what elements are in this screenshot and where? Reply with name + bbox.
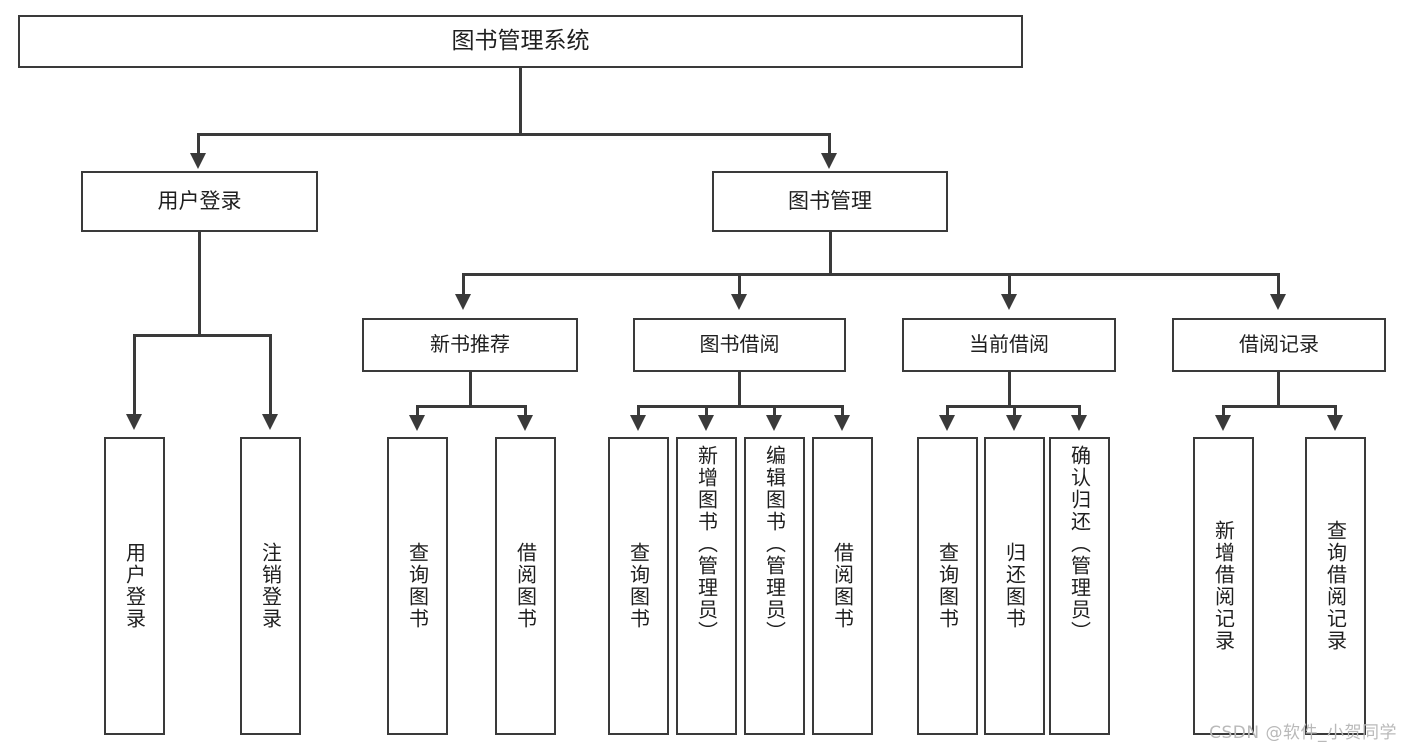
arrowhead-nbr-leaf-2 bbox=[517, 415, 533, 431]
leaf-user-login[interactable]: 用户登录 bbox=[104, 437, 165, 735]
leaf-bb-borrow-book[interactable]: 借阅图书 bbox=[812, 437, 873, 735]
arrowhead-leaf-user-login bbox=[126, 414, 142, 430]
leaf-label: 新增借阅记录 bbox=[1211, 520, 1236, 652]
leaf-bb-edit-book-admin[interactable]: 编辑图书（管理员） bbox=[744, 437, 805, 735]
arrowhead-leaf-logout bbox=[262, 414, 278, 430]
node-label: 图书管理 bbox=[788, 189, 872, 214]
connector-drop-leaf-user-login bbox=[133, 334, 136, 418]
connector-drop-br-leaf-2 bbox=[1334, 405, 1337, 419]
node-book-borrow[interactable]: 图书借阅 bbox=[633, 318, 846, 372]
connector-drop-bb-leaf-2 bbox=[705, 405, 708, 419]
connector-drop-user-login bbox=[197, 133, 200, 156]
arrowhead-user-login bbox=[190, 153, 206, 169]
connector-level3-bus bbox=[462, 273, 1280, 276]
arrowhead-cb-leaf-2 bbox=[1006, 415, 1022, 431]
arrowhead-bb-leaf-2 bbox=[698, 415, 714, 431]
node-label: 新书推荐 bbox=[430, 332, 510, 357]
node-current-borrow[interactable]: 当前借阅 bbox=[902, 318, 1116, 372]
leaf-label: 借阅图书 bbox=[513, 542, 538, 630]
connector-new-book-recommend-stem bbox=[469, 372, 472, 406]
connector-drop-new-book-recommend bbox=[462, 273, 465, 297]
arrowhead-bb-leaf-3 bbox=[766, 415, 782, 431]
arrowhead-bb-leaf-4 bbox=[834, 415, 850, 431]
connector-book-management-stem bbox=[829, 232, 832, 274]
connector-drop-bb-leaf-3 bbox=[773, 405, 776, 419]
leaf-label: 归还图书 bbox=[1002, 542, 1027, 630]
arrowhead-book-borrow bbox=[731, 294, 747, 310]
connector-drop-br-leaf-1 bbox=[1222, 405, 1225, 419]
leaf-label: 编辑图书（管理员） bbox=[762, 445, 787, 643]
arrowhead-book-management bbox=[821, 153, 837, 169]
node-new-book-recommend[interactable]: 新书推荐 bbox=[362, 318, 578, 372]
leaf-nbr-borrow-book[interactable]: 借阅图书 bbox=[495, 437, 556, 735]
leaf-label: 确认归还（管理员） bbox=[1067, 445, 1092, 643]
node-book-management[interactable]: 图书管理 bbox=[712, 171, 948, 232]
leaf-cb-confirm-return-admin[interactable]: 确认归还（管理员） bbox=[1049, 437, 1110, 735]
arrowhead-new-book-recommend bbox=[455, 294, 471, 310]
connector-borrow-record-bus bbox=[1222, 405, 1336, 408]
leaf-label: 用户登录 bbox=[122, 542, 147, 630]
connector-drop-current-borrow bbox=[1008, 273, 1011, 297]
connector-current-borrow-stem bbox=[1008, 372, 1011, 406]
arrowhead-cb-leaf-1 bbox=[939, 415, 955, 431]
connector-level2-bus bbox=[197, 133, 831, 136]
arrowhead-nbr-leaf-1 bbox=[409, 415, 425, 431]
leaf-label: 借阅图书 bbox=[830, 542, 855, 630]
leaf-label: 查询图书 bbox=[626, 542, 651, 630]
leaf-label: 查询图书 bbox=[935, 542, 960, 630]
leaf-label: 查询图书 bbox=[405, 542, 430, 630]
connector-book-borrow-bus bbox=[637, 405, 843, 408]
connector-drop-book-borrow bbox=[738, 273, 741, 297]
node-label: 图书借阅 bbox=[699, 332, 780, 357]
connector-drop-bb-leaf-4 bbox=[841, 405, 844, 419]
leaf-logout[interactable]: 注销登录 bbox=[240, 437, 301, 735]
node-label: 借阅记录 bbox=[1239, 332, 1319, 357]
connector-new-book-recommend-bus bbox=[416, 405, 526, 408]
node-label: 图书管理系统 bbox=[451, 27, 590, 54]
leaf-label: 新增图书（管理员） bbox=[694, 445, 719, 643]
arrowhead-cb-leaf-3 bbox=[1071, 415, 1087, 431]
connector-drop-cb-leaf-1 bbox=[946, 405, 949, 419]
connector-drop-cb-leaf-2 bbox=[1013, 405, 1016, 419]
arrowhead-borrow-record bbox=[1270, 294, 1286, 310]
arrowhead-bb-leaf-1 bbox=[630, 415, 646, 431]
connector-drop-book-management bbox=[828, 133, 831, 156]
leaf-label: 查询借阅记录 bbox=[1323, 520, 1348, 652]
connector-borrow-record-stem bbox=[1277, 372, 1280, 406]
node-label: 当前借阅 bbox=[969, 332, 1049, 357]
connector-drop-nbr-leaf-2 bbox=[524, 405, 527, 419]
connector-user-login-bus bbox=[133, 334, 271, 337]
connector-drop-cb-leaf-3 bbox=[1078, 405, 1081, 419]
leaf-nbr-query-book[interactable]: 查询图书 bbox=[387, 437, 448, 735]
arrowhead-br-leaf-1 bbox=[1215, 415, 1231, 431]
connector-user-login-stem bbox=[198, 232, 201, 335]
node-root-book-management-system[interactable]: 图书管理系统 bbox=[18, 15, 1023, 68]
node-borrow-record[interactable]: 借阅记录 bbox=[1172, 318, 1386, 372]
connector-root-stem bbox=[519, 68, 522, 134]
leaf-cb-query-book[interactable]: 查询图书 bbox=[917, 437, 978, 735]
leaf-bb-query-book[interactable]: 查询图书 bbox=[608, 437, 669, 735]
connector-drop-bb-leaf-1 bbox=[637, 405, 640, 419]
leaf-br-add-record[interactable]: 新增借阅记录 bbox=[1193, 437, 1254, 735]
leaf-bb-add-book-admin[interactable]: 新增图书（管理员） bbox=[676, 437, 737, 735]
leaf-cb-return-book[interactable]: 归还图书 bbox=[984, 437, 1045, 735]
node-user-login[interactable]: 用户登录 bbox=[81, 171, 318, 232]
arrowhead-br-leaf-2 bbox=[1327, 415, 1343, 431]
leaf-br-query-record[interactable]: 查询借阅记录 bbox=[1305, 437, 1366, 735]
connector-book-borrow-stem bbox=[738, 372, 741, 406]
leaf-label: 注销登录 bbox=[258, 542, 283, 630]
arrowhead-current-borrow bbox=[1001, 294, 1017, 310]
connector-drop-leaf-logout bbox=[269, 334, 272, 418]
connector-drop-nbr-leaf-1 bbox=[416, 405, 419, 419]
connector-drop-borrow-record bbox=[1277, 273, 1280, 297]
node-label: 用户登录 bbox=[157, 189, 242, 214]
